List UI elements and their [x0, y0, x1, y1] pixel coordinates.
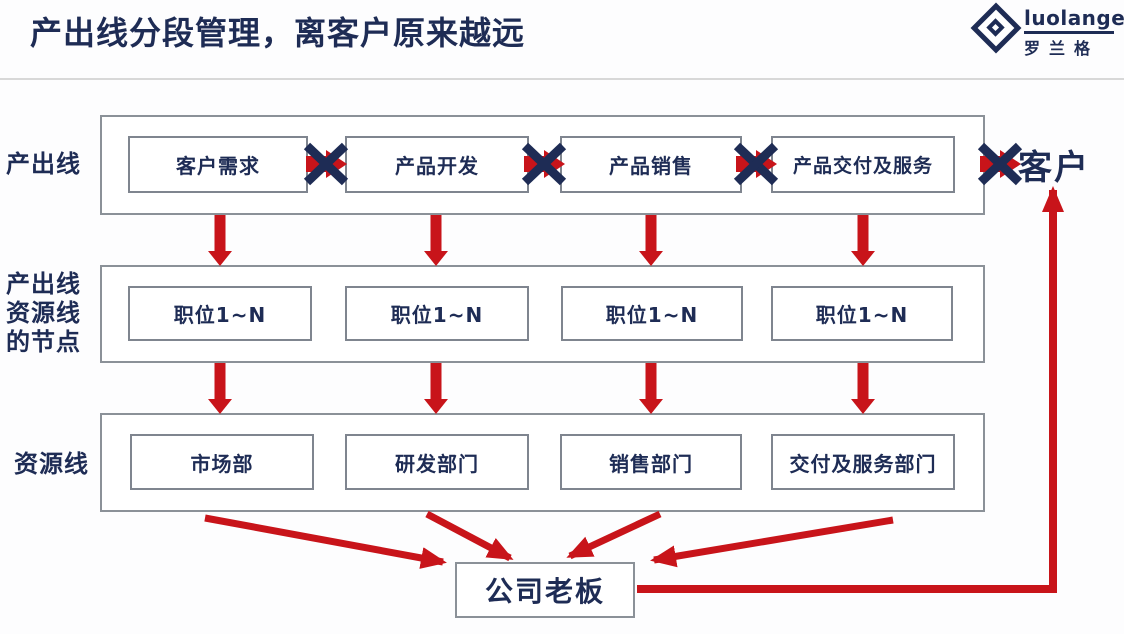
- boss-node: 公司老板: [455, 562, 635, 618]
- converge-arrow: [650, 516, 894, 568]
- node-position-3: 职位1~N: [561, 286, 743, 341]
- node-delivery-service-dept: 交付及服务部门: [771, 434, 955, 490]
- blocked-connector-icon: [980, 146, 1021, 182]
- down-arrow: [424, 363, 448, 414]
- down-arrow: [851, 215, 875, 266]
- node-product-development: 产品开发: [345, 136, 529, 193]
- brand-name: luolanger: [1024, 6, 1124, 30]
- node-position-2: 职位1~N: [345, 286, 529, 341]
- converge-arrow: [204, 514, 447, 569]
- down-arrow: [208, 215, 232, 266]
- side-label-line: 产出线: [6, 150, 81, 178]
- title-divider: [0, 78, 1124, 80]
- side-label-line: 资源线: [6, 299, 81, 327]
- node-rd-dept: 研发部门: [345, 434, 529, 490]
- node-customer-needs: 客户需求: [128, 136, 308, 193]
- blocked-connector-icon: [736, 146, 777, 182]
- customer-label: 客户: [1018, 148, 1090, 188]
- side-label-node-line: 产出线 资源线 的节点: [6, 270, 98, 357]
- side-label-line: 资源线: [14, 450, 89, 478]
- converge-arrow: [566, 510, 662, 560]
- converge-arrow: [425, 510, 514, 562]
- node-product-sales: 产品销售: [560, 136, 742, 193]
- node-sales-dept: 销售部门: [560, 434, 742, 490]
- node-position-1: 职位1~N: [128, 286, 312, 341]
- side-label-line: 产出线: [6, 270, 81, 298]
- side-label-resource-line: 资源线: [14, 450, 106, 479]
- slide-title: 产出线分段管理，离客户原来越远: [30, 14, 526, 52]
- node-position-4: 职位1~N: [771, 286, 953, 341]
- blocked-connector-icon: [306, 146, 347, 182]
- side-label-output-line: 产出线: [6, 150, 98, 179]
- down-arrow: [208, 363, 232, 414]
- brand-name-cn: 罗兰格: [1024, 39, 1100, 58]
- node-product-delivery-service: 产品交付及服务: [771, 136, 955, 193]
- blocked-connector-icon: [524, 146, 565, 182]
- side-label-line: 的节点: [6, 328, 81, 356]
- down-arrow: [639, 215, 663, 266]
- down-arrow: [639, 363, 663, 414]
- node-marketing-dept: 市场部: [130, 434, 314, 490]
- brand-logo: luolanger 罗兰格: [970, 2, 1124, 58]
- down-arrow: [851, 363, 875, 414]
- boss-to-customer-arrow: [637, 186, 1064, 593]
- down-arrow: [424, 215, 448, 266]
- brand-underline: [1024, 31, 1114, 34]
